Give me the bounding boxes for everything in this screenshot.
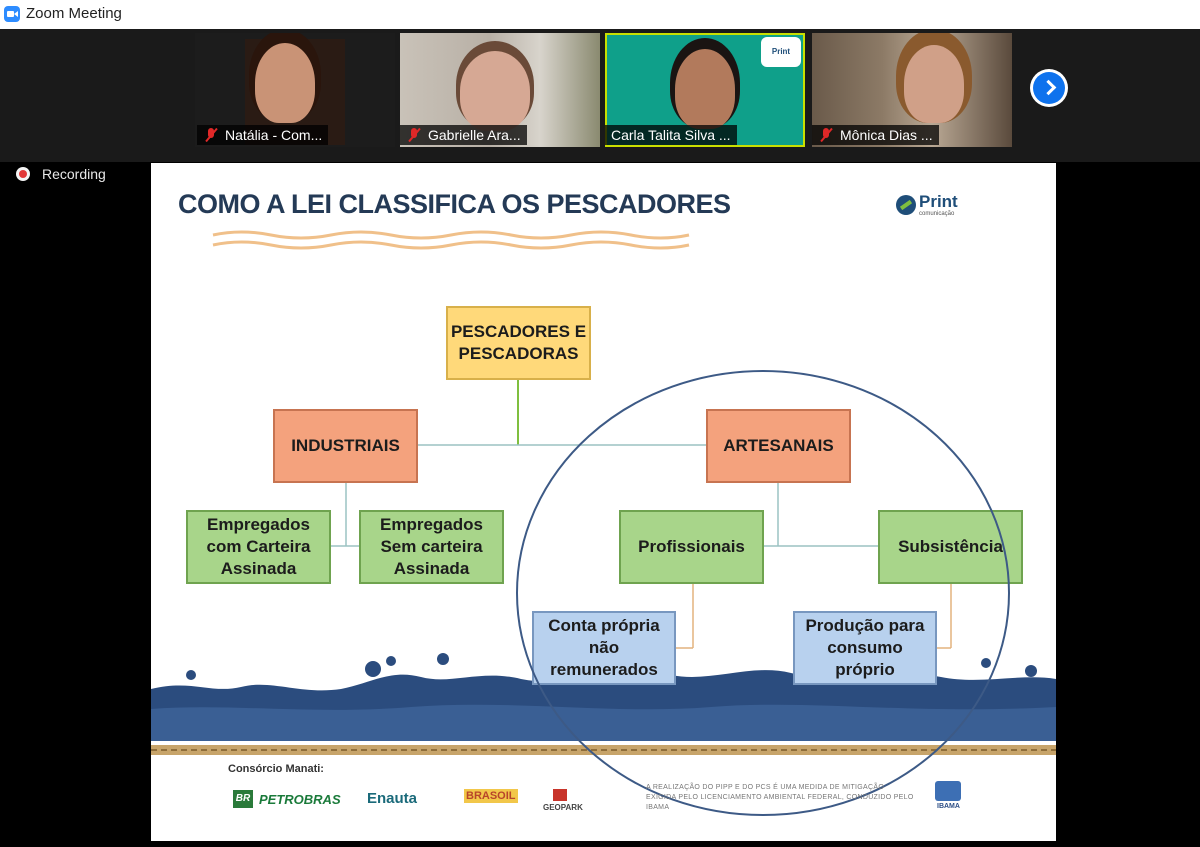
box-profissionais: Profissionais [619,510,764,584]
participant-name: Mônica Dias ... [840,127,933,143]
annotation-circle [516,370,1010,816]
participant-name-tag: Natália - Com... [197,125,329,145]
shared-screen-slide: COMO A LEI CLASSIFICA OS PESCADORES Prin… [151,163,1056,841]
ibama-label: IBAMA [937,803,960,810]
participant-name-tag: Gabrielle Ara... [400,125,527,145]
box-artesanais: ARTESANAIS [706,409,851,483]
box-industriais: INDUSTRIAIS [273,409,418,483]
box-subsistencia: Subsistência [878,510,1023,584]
mic-muted-icon [406,127,422,143]
sea-waves-illustration [151,653,1056,755]
participant-video [675,49,735,129]
mic-muted-icon [203,127,219,143]
window-titlebar: Zoom Meeting [0,0,1200,30]
record-dot-icon [16,167,30,181]
print-logo-sub: comunicação [919,211,955,217]
petrobras-logo-icon: BR [233,790,253,808]
participant-video [460,51,530,131]
sponsor-brasoil: BRASOIL [464,789,518,803]
mic-muted-icon [818,127,834,143]
org-chart-connectors [331,380,952,649]
sponsor-geopark: GEOPARK [543,803,583,812]
sponsor-petrobras: PETROBRAS [259,792,341,807]
print-logo-icon [896,195,916,215]
footer-disclaimer: A REALIZAÇÃO DO PIPP E DO PCS É UMA MEDI… [646,784,914,811]
slide-title: COMO A LEI CLASSIFICA OS PESCADORES [178,189,731,219]
participant-tile[interactable]: Natália - Com... [195,33,395,147]
print-badge: Print [761,37,801,67]
print-logo: Print comunicação [896,193,958,218]
participant-name-tag: Carla Talita Silva ... [605,125,737,145]
participant-tile-active-speaker[interactable]: Print Carla Talita Silva ... [605,33,805,147]
participant-video [255,43,315,123]
recording-indicator[interactable]: Recording [16,166,106,182]
participant-strip: Natália - Com... Gabrielle Ara... Print … [0,29,1200,162]
participant-name-tag: Mônica Dias ... [812,125,939,145]
participant-name: Natália - Com... [225,127,323,143]
participant-video [904,45,964,123]
participant-name: Carla Talita Silva ... [611,127,731,143]
participant-tile[interactable]: Gabrielle Ara... [400,33,600,147]
recording-label: Recording [42,166,106,182]
window-title: Zoom Meeting [26,5,122,22]
title-wave-underline [212,230,690,250]
sponsor-enauta: Enauta [367,790,418,807]
consorcio-label: Consórcio Manati: [228,763,324,775]
chevron-right-icon[interactable] [1030,69,1068,107]
ibama-logo-icon [935,781,961,801]
participant-tile[interactable]: Mônica Dias ... [812,33,1012,147]
participant-name: Gabrielle Ara... [428,127,521,143]
geopark-logo-icon [553,789,567,801]
zoom-logo-icon [4,6,20,22]
print-logo-name: Print [919,192,958,211]
